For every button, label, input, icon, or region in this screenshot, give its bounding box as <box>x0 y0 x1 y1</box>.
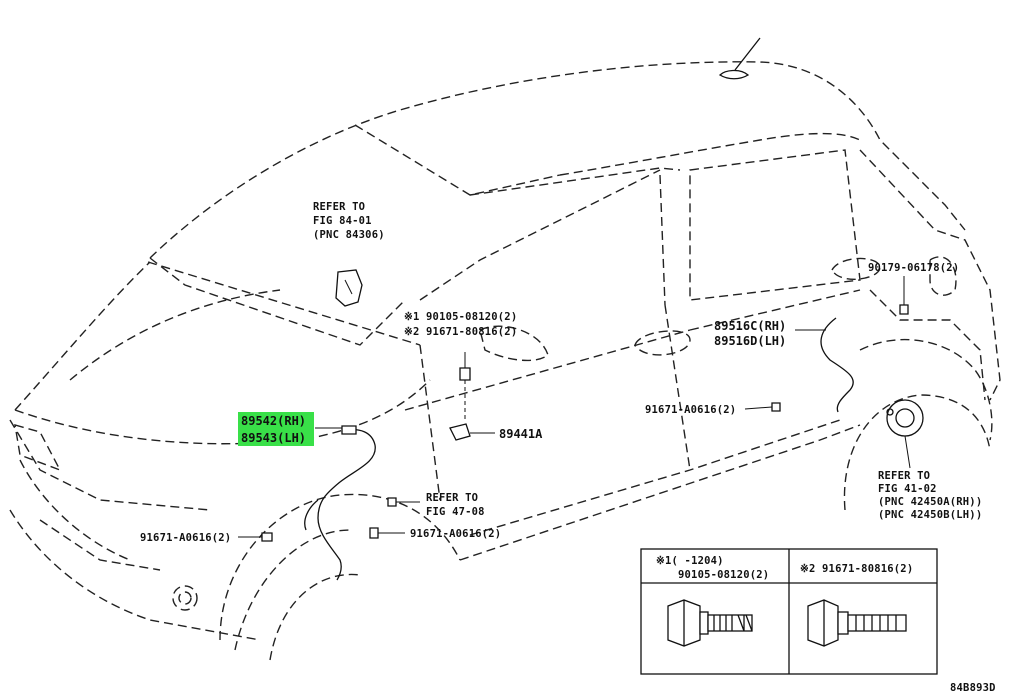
refer-84-line3: (PNC 84306) <box>313 229 385 241</box>
part-glyphs <box>238 269 924 581</box>
bolt-front-mid-icon <box>369 527 379 539</box>
refer-47-line1: REFER TO <box>426 492 478 504</box>
refer-47-line2: FIG 47-08 <box>426 506 485 518</box>
bolt-legend-table: ※1( -1204) 90105-08120(2) ※2 91671-80816… <box>640 548 938 675</box>
label-bolt-90105: ※1 90105-08120(2) <box>404 311 517 323</box>
refer-41-line2: FIG 41-02 <box>878 483 937 495</box>
label-89516d: 89516D(LH) <box>714 334 786 348</box>
legend-left-part: 90105-08120(2) <box>678 569 769 581</box>
label-91671-front-left: 91671-A0616(2) <box>140 532 231 544</box>
refer-84-line2: FIG 84-01 <box>313 215 372 227</box>
legend-bolt-90105-icon <box>667 599 753 647</box>
label-refer-84: REFER TO FIG 84-01 (PNC 84306) <box>313 201 385 241</box>
legend-left-head: ※1( -1204) <box>656 555 724 567</box>
label-90179: 90179-06178(2) <box>868 262 959 274</box>
bolt-90179-icon <box>899 304 909 315</box>
label-89441a: 89441A <box>499 427 543 441</box>
bolt-top-icon <box>387 497 397 507</box>
refer-41-line4: (PNC 42450B(LH)) <box>878 509 982 521</box>
bolt-front-left-icon <box>261 532 273 542</box>
legend-bolt-91671-icon <box>807 599 907 647</box>
label-refer-47: REFER TO FIG 47-08 <box>426 492 485 518</box>
rear-sensor-89516c-icon <box>820 317 854 413</box>
highlight-bg-89543 <box>238 429 314 446</box>
highlight-front-sensor: 89542(RH) 89543(LH) <box>238 412 314 446</box>
diagram-code: 84B893D <box>950 682 996 694</box>
highlight-bg-89542 <box>238 412 314 429</box>
bolt-90105-icon <box>459 367 471 381</box>
refer-84-line1: REFER TO <box>313 201 365 213</box>
label-91671-rear: 91671-A0616(2) <box>645 404 736 416</box>
label-89543: 89543(LH) <box>241 431 306 445</box>
label-91671-front-mid: 91671-A0616(2) <box>410 528 501 540</box>
refer-41-line3: (PNC 42450A(RH)) <box>878 496 982 508</box>
label-89516c: 89516C(RH) <box>714 319 786 333</box>
front-sensor-89542-icon <box>317 428 376 581</box>
bolt-rear-a0616-icon <box>771 402 781 412</box>
label-89542: 89542(RH) <box>241 414 306 428</box>
label-refer-41: REFER TO FIG 41-02 (PNC 42450A(RH)) (PNC… <box>878 470 982 521</box>
legend-right-head: ※2 91671-80816(2) <box>800 563 913 575</box>
car-body-outline <box>9 37 1001 661</box>
label-bolt-91671-808: ※2 91671-80816(2) <box>404 326 517 338</box>
refer-41-line1: REFER TO <box>878 470 930 482</box>
clamp-89441a-icon <box>449 423 471 441</box>
